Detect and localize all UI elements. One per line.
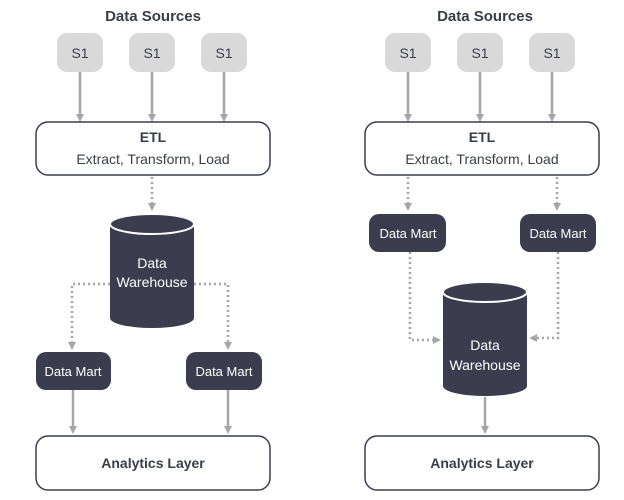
right-source-1: S1: [385, 33, 431, 72]
right-arrow-mart2-warehouse: [529, 252, 560, 342]
right-data-mart-2: Data Mart: [520, 214, 596, 252]
left-diagram: Data Sources S1 S1 S1 ETL Extract, Trans…: [35, 8, 271, 491]
right-source-2-label: S1: [471, 45, 488, 61]
right-etl-title: ETL: [469, 129, 496, 145]
left-arrow-warehouse-mart2: [194, 282, 232, 350]
right-source-3: S1: [529, 33, 575, 72]
right-analytics-layer: Analytics Layer: [364, 435, 600, 491]
right-data-mart-1: Data Mart: [369, 214, 446, 252]
right-source-3-label: S1: [543, 45, 560, 61]
left-etl-title: ETL: [140, 129, 167, 145]
left-etl-subtitle: Extract, Transform, Load: [76, 151, 229, 167]
left-data-mart-2-label: Data Mart: [195, 364, 252, 379]
left-source-3: S1: [201, 33, 247, 72]
right-sources-title: Data Sources: [437, 8, 533, 25]
left-data-mart-2: Data Mart: [186, 352, 262, 390]
right-warehouse-line2: Warehouse: [449, 357, 520, 373]
left-warehouse-line2: Warehouse: [116, 274, 187, 290]
left-warehouse-cylinder: Data Warehouse: [109, 213, 195, 328]
left-source-1: S1: [57, 33, 103, 72]
left-warehouse-line1: Data: [137, 255, 167, 271]
right-data-mart-1-label: Data Mart: [379, 226, 436, 241]
left-source-2: S1: [129, 33, 175, 72]
left-data-mart-1-label: Data Mart: [44, 364, 101, 379]
right-warehouse-line1: Data: [470, 337, 500, 353]
left-analytics-layer: Analytics Layer: [35, 435, 271, 491]
right-analytics-label: Analytics Layer: [430, 455, 534, 471]
left-etl-box: ETL Extract, Transform, Load: [35, 121, 271, 176]
left-source-2-label: S1: [143, 45, 160, 61]
right-diagram: Data Sources S1 S1 S1 ETL Extract, Trans…: [364, 8, 600, 491]
left-source-1-label: S1: [71, 45, 88, 61]
left-source-3-label: S1: [215, 45, 232, 61]
right-etl-box: ETL Extract, Transform, Load: [364, 121, 600, 176]
left-arrow-warehouse-mart1: [68, 282, 110, 350]
right-source-1-label: S1: [399, 45, 416, 61]
left-data-mart-1: Data Mart: [36, 352, 111, 390]
right-source-2: S1: [457, 33, 503, 72]
right-arrow-mart1-warehouse: [408, 252, 441, 344]
right-etl-subtitle: Extract, Transform, Load: [405, 151, 558, 167]
right-data-mart-2-label: Data Mart: [529, 226, 586, 241]
left-analytics-label: Analytics Layer: [101, 455, 205, 471]
left-sources-title: Data Sources: [105, 8, 201, 25]
right-warehouse-cylinder: Data Warehouse: [442, 281, 528, 396]
